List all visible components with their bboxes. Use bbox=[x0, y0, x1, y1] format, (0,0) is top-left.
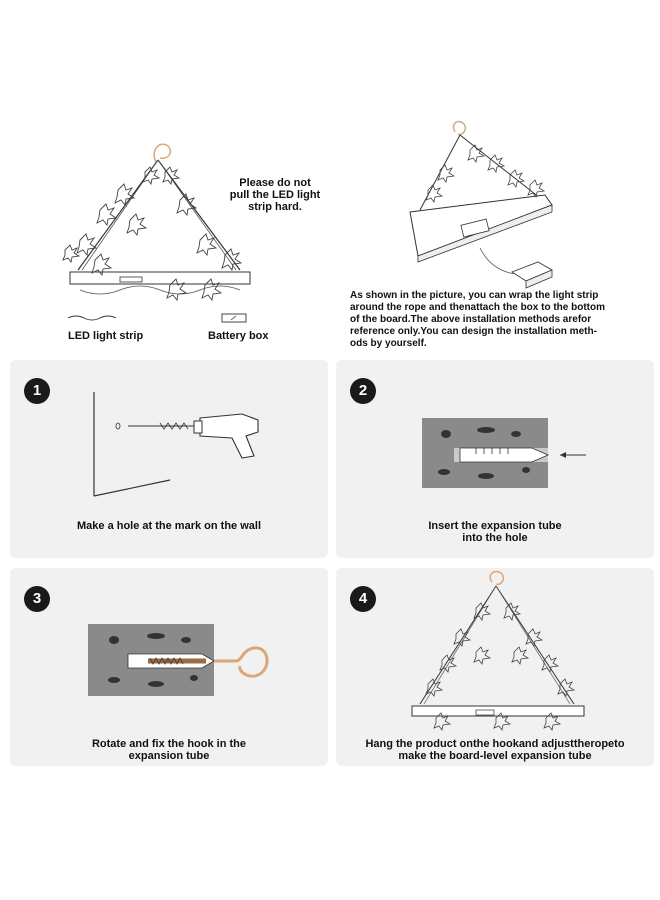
step-3-caption: Rotate and fix the hook in the expansion… bbox=[91, 738, 246, 762]
step-4-badge: 4 bbox=[350, 586, 376, 612]
expansion-tube-insert-illustration bbox=[422, 418, 586, 488]
step-3-panel: 3 Rotate and fix the hook in the expansi… bbox=[10, 568, 328, 766]
hook-fix-illustration bbox=[88, 624, 269, 696]
step-3-badge: 3 bbox=[24, 586, 50, 612]
step-1-badge: 1 bbox=[24, 378, 50, 404]
step-2-caption: Insert the expansion tube into the hole bbox=[428, 520, 562, 544]
step-4-caption: Hang the product onthe hookand adjustthe… bbox=[365, 738, 625, 762]
hanging-shelf-illustration bbox=[411, 570, 585, 731]
step-1-caption: Make a hole at the mark on the wall bbox=[77, 520, 261, 532]
legend-battery-box-label: Battery box bbox=[208, 330, 269, 342]
warning-note: Please do not pull the LED light strip h… bbox=[229, 177, 321, 213]
led-strip-legend-symbol bbox=[67, 315, 117, 321]
drill-illustration bbox=[93, 392, 259, 497]
legend-led-strip-label: LED light strip bbox=[68, 330, 144, 342]
step-1-panel: 1 Make a hole at the mark on the wall bbox=[10, 360, 328, 558]
installation-instructions: As shown in the picture, you can wrap th… bbox=[350, 290, 605, 349]
step-4-panel: 4 Hang the product onthe hookand adjustt… bbox=[336, 568, 654, 766]
step-2-badge: 2 bbox=[350, 378, 376, 404]
step-2-panel: 2 Insert the expansion tube into the hol… bbox=[336, 360, 654, 558]
